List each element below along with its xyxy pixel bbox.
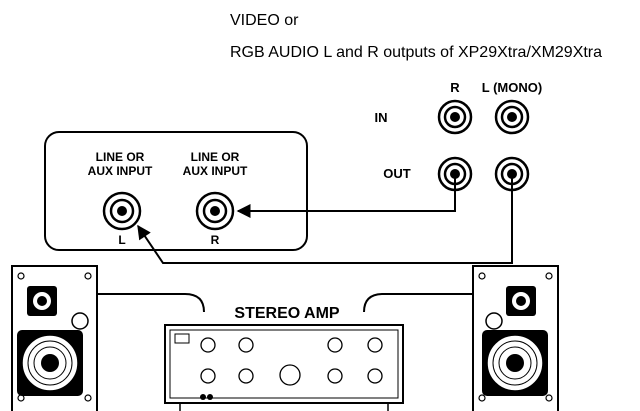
right-input-label-line1: LINE OR	[191, 150, 240, 164]
stereo-amp-label: STEREO AMP	[234, 305, 340, 322]
tv-label-out: OUT	[383, 166, 411, 181]
left-speaker-wire	[96, 293, 205, 313]
right-input-label-line2: AUX INPUT	[183, 164, 248, 178]
tv-in-l-jack-icon	[494, 99, 530, 135]
cable-r-arrow-icon	[236, 174, 456, 218]
caption-line-1: VIDEO or	[230, 12, 299, 29]
tv-label-in: IN	[375, 110, 388, 125]
left-input-label-line2: AUX INPUT	[88, 164, 153, 178]
tv-label-l-mono: L (MONO)	[482, 80, 542, 95]
receiver-right-jack-icon	[195, 191, 235, 231]
caption-line-2: RGB AUDIO L and R outputs of XP29Xtra/XM…	[230, 44, 603, 61]
left-input-label-line1: LINE OR	[96, 150, 145, 164]
cable-l-arrow-icon	[137, 174, 513, 264]
receiver-left-jack-icon	[102, 191, 142, 231]
left-speaker-icon	[11, 265, 98, 411]
right-speaker-wire	[363, 293, 476, 313]
stereo-amp-icon	[164, 324, 404, 411]
left-channel-label: L	[118, 233, 125, 247]
receiver-input-panel	[44, 131, 308, 251]
right-speaker-icon	[472, 265, 559, 411]
tv-in-r-jack-icon	[437, 99, 473, 135]
tv-label-r: R	[450, 80, 460, 95]
right-channel-label: R	[211, 233, 220, 247]
